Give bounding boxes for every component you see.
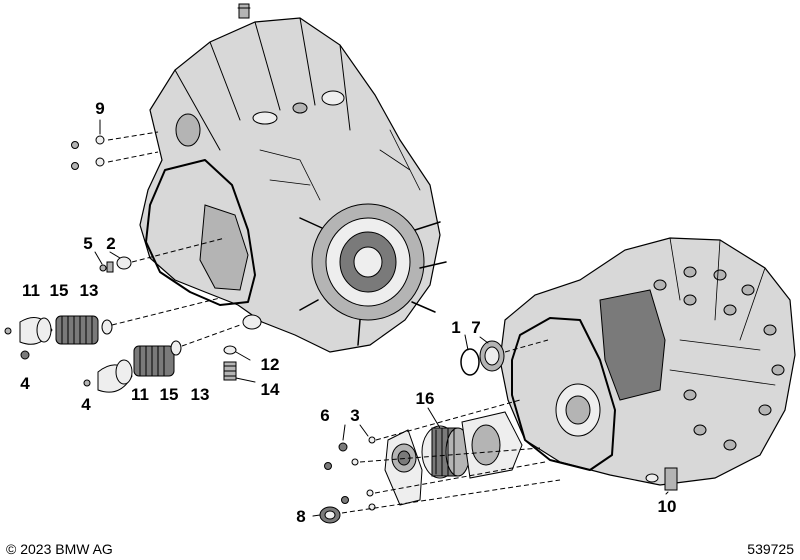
callout-2: 2 (106, 234, 115, 253)
lower-housing (499, 237, 796, 491)
callout-4b: 4 (81, 395, 91, 414)
callout-5: 5 (83, 234, 92, 253)
plug-12-and-14 (223, 314, 262, 381)
callout-10: 10 (658, 497, 677, 516)
diagram-number: 539725 (747, 541, 794, 557)
upper-housing (139, 3, 447, 353)
callout-13b: 13 (191, 385, 210, 404)
callout-11b: 11 (131, 385, 149, 404)
callout-4a: 4 (20, 374, 30, 393)
filter-assembly-lower (83, 324, 241, 393)
bolt-5-and-sleeve-2 (99, 237, 226, 273)
bolt-group-9 (71, 119, 159, 170)
bearing-cover-group (319, 399, 561, 524)
lower-housing-bolts (653, 266, 785, 451)
callout-14: 14 (261, 380, 280, 399)
callout-15b: 15 (160, 385, 179, 404)
callout-8: 8 (296, 507, 305, 526)
callout-9: 9 (95, 99, 104, 118)
filter-assembly-upper (4, 297, 221, 360)
seal-rings-1-7 (460, 339, 549, 376)
callout-11a: 11 (22, 281, 40, 300)
copyright-text: © 2023 BMW AG (6, 541, 113, 557)
callout-13a: 13 (80, 281, 99, 300)
callout-3: 3 (350, 406, 359, 425)
callout-12: 12 (261, 355, 280, 374)
callout-15a: 15 (50, 281, 69, 300)
leader-lines (94, 251, 669, 517)
callout-6: 6 (320, 406, 329, 425)
callout-16: 16 (416, 389, 435, 408)
callout-7: 7 (471, 318, 480, 337)
callout-1: 1 (451, 318, 460, 337)
